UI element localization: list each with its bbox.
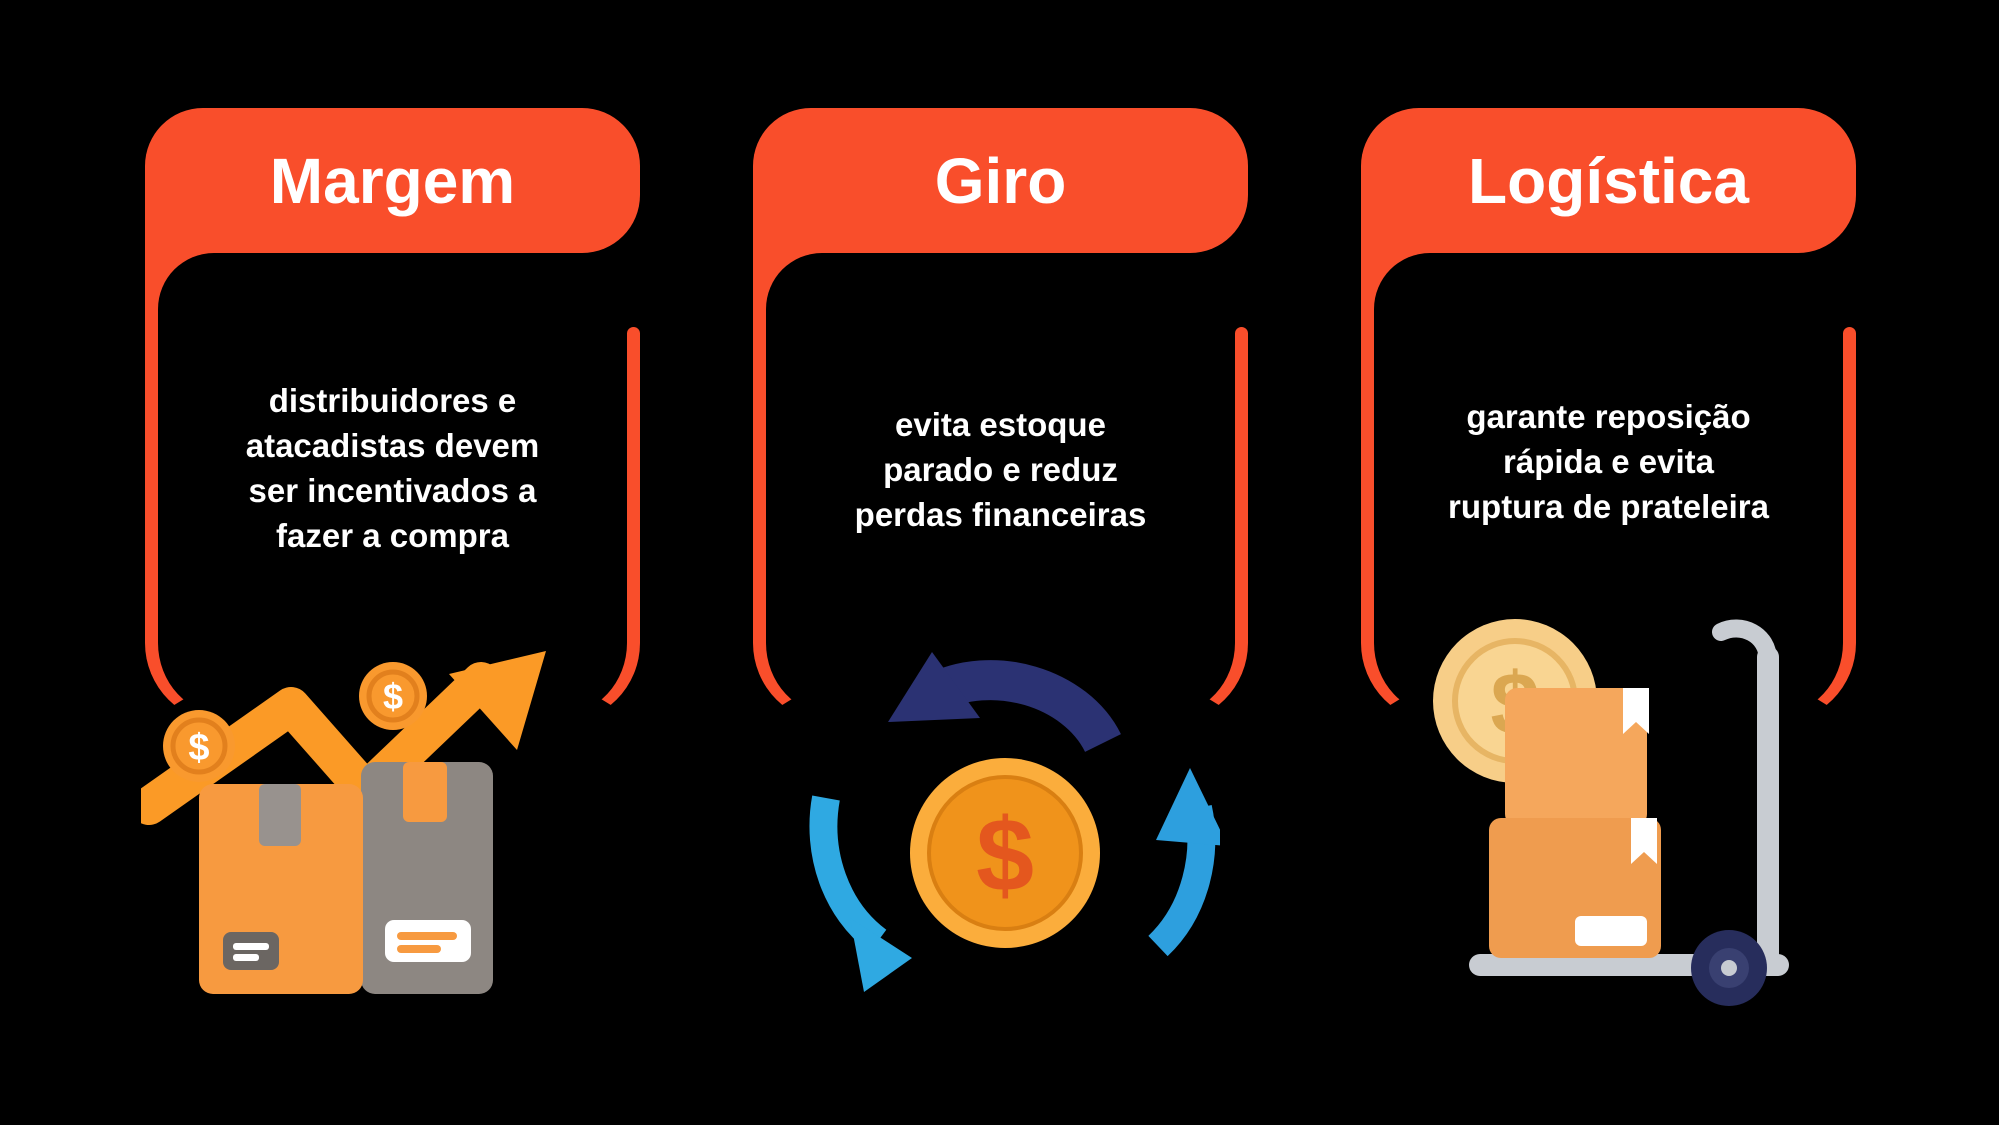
coin-dollar-glyph: $ <box>188 727 209 769</box>
coin-dollar-glyph: $ <box>976 798 1034 914</box>
card-border-cap <box>627 327 640 340</box>
hand-truck-boxes-coin-icon: $ <box>1433 619 1789 1006</box>
coin-cycle-arrows-icon: $ <box>809 652 1220 992</box>
desc-line: rápida e evita <box>1503 443 1714 480</box>
desc-line: atacadistas devem <box>245 427 540 464</box>
coin-dollar-glyph: $ <box>383 676 403 717</box>
card-logistica: Logística garante reposição rápida e evi… <box>1361 108 1856 1125</box>
card-border-right <box>1138 333 1248 723</box>
card-border-cap <box>1235 327 1248 340</box>
card-giro-title: Giro <box>934 144 1067 217</box>
card-margem-header: Margem <box>145 108 640 253</box>
card-logistica-title: Logística <box>1468 144 1749 217</box>
card-border-right <box>1746 333 1856 723</box>
card-border-right <box>530 333 640 723</box>
desc-line: parado e reduz <box>883 451 1118 488</box>
card-logistica-description: garante reposição rápida e evita ruptura… <box>1381 394 1836 529</box>
orange-box <box>199 784 363 994</box>
truck-wheel <box>1691 930 1767 1006</box>
card-margem-title: Margem <box>269 144 516 217</box>
cycle-arrow-blue-right <box>1148 768 1220 957</box>
card-giro: Giro evita estoque parado e reduz perdas… <box>753 108 1248 1125</box>
dollar-coin: $ <box>359 662 427 730</box>
card-border-left <box>1361 253 1471 723</box>
card-giro-header: Giro <box>753 108 1248 253</box>
desc-line: garante reposição <box>1466 398 1751 435</box>
card-border-cap <box>1843 327 1856 340</box>
cycle-arrow-navy <box>888 652 1121 753</box>
desc-line: perdas financeiras <box>854 496 1147 533</box>
cycle-arrow-blue-left <box>809 795 912 992</box>
stacked-boxes <box>1489 688 1661 958</box>
card-logistica-header: Logística <box>1361 108 1856 253</box>
card-margem: Margem distribuidores e atacadistas deve… <box>141 108 640 1125</box>
dollar-coin: $ <box>163 710 235 782</box>
growth-chart-boxes-coins-icon: $ $ <box>141 651 546 994</box>
gray-box <box>361 762 493 994</box>
card-border-left <box>145 253 255 723</box>
card-margem-description: distribuidores e atacadistas devem ser i… <box>165 378 620 558</box>
desc-line: ruptura de prateleira <box>1448 488 1769 525</box>
card-border-left <box>753 253 863 723</box>
desc-line: ser incentivados a <box>248 472 537 509</box>
desc-line: distribuidores e <box>268 382 517 419</box>
desc-line: evita estoque <box>895 406 1106 443</box>
dollar-coin: $ <box>910 758 1100 948</box>
growth-arrow-head <box>449 651 546 750</box>
desc-line: fazer a compra <box>276 517 509 554</box>
card-giro-description: evita estoque parado e reduz perdas fina… <box>773 402 1228 537</box>
